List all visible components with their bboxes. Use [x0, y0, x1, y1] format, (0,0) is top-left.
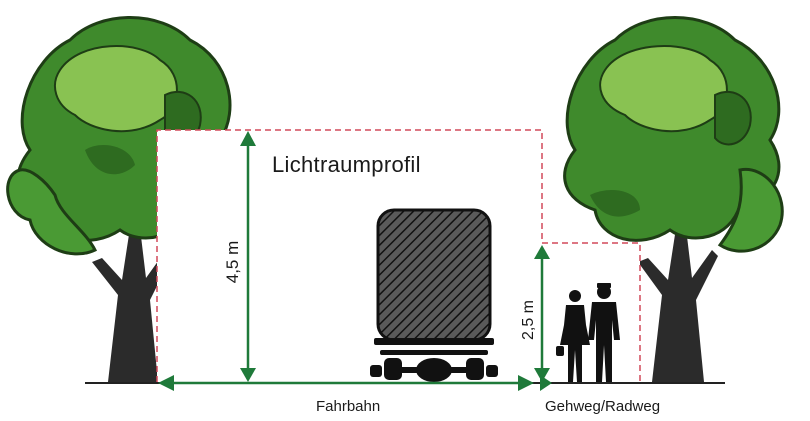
truck-icon — [370, 208, 498, 382]
sidewalk-start-marker — [540, 375, 552, 391]
carriageway-label: Fahrbahn — [316, 398, 381, 415]
height-dimension-carriageway — [240, 131, 256, 382]
profile-title: Lichtraumprofil — [272, 152, 421, 177]
width-dimension-carriageway — [158, 375, 534, 391]
height-dimension-sidewalk — [534, 245, 550, 382]
height-label-sidewalk: 2,5 m — [520, 299, 537, 341]
sidewalk-label: Gehweg/Radweg — [545, 398, 661, 415]
height-label-carriageway: 4,5 m — [223, 240, 242, 284]
pedestrians-icon — [556, 283, 620, 382]
clearance-outline — [156, 129, 641, 382]
tree-icon — [563, 16, 784, 382]
